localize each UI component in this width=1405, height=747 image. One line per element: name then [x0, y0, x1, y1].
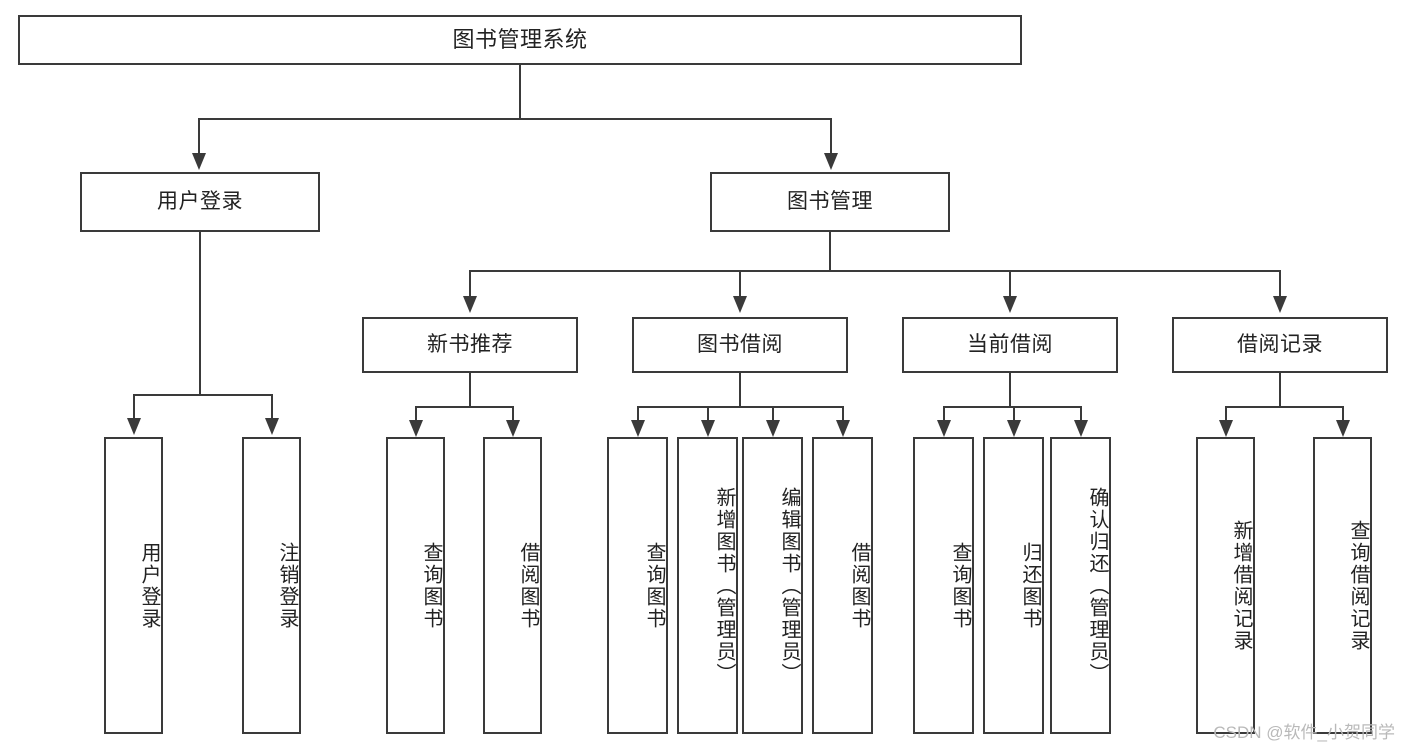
leaf-query-book-borrow-label: 查询图书 — [643, 541, 665, 630]
arrowhead-user-login — [192, 153, 206, 170]
connector-current-borrow-drop-3 — [1080, 406, 1082, 422]
leaf-borrow-book-newbook-label: 借阅图书 — [517, 541, 539, 630]
arrowhead-book-mgmt — [824, 153, 838, 170]
connector-new-book-drop-2 — [512, 406, 514, 422]
leaf-edit-book-label: 编辑图书（管理员） — [778, 486, 800, 685]
arrowhead-leaf-add-book — [701, 420, 715, 437]
connector-new-book-drop-1 — [415, 406, 417, 422]
leaf-add-borrow-record[interactable]: 新增借阅记录 — [1196, 437, 1255, 734]
arrowhead-leaf-query-record — [1336, 420, 1350, 437]
leaf-query-book-current-label: 查询图书 — [949, 541, 971, 630]
arrowhead-borrow-record — [1273, 296, 1287, 313]
arrowhead-leaf-query-book-3 — [937, 420, 951, 437]
connector-book-borrow-drop-3 — [772, 406, 774, 422]
connector-book-mgmt-drop-2 — [739, 270, 741, 298]
connector-book-mgmt-drop-3 — [1009, 270, 1011, 298]
arrowhead-new-book — [463, 296, 477, 313]
leaf-confirm-return-label: 确认归还（管理员） — [1086, 486, 1108, 685]
node-root-system[interactable]: 图书管理系统 — [18, 15, 1022, 65]
arrowhead-current-borrow — [1003, 296, 1017, 313]
arrowhead-leaf-return-book — [1007, 420, 1021, 437]
csdn-watermark: CSDN @软件_小贺同学 — [1213, 723, 1395, 742]
connector-book-borrow-drop-2 — [707, 406, 709, 422]
connector-book-mgmt-drop-1 — [469, 270, 471, 298]
connector-current-borrow-drop-2 — [1013, 406, 1015, 422]
connector-user-login-drop-2 — [271, 394, 273, 420]
leaf-return-book[interactable]: 归还图书 — [983, 437, 1044, 734]
arrowhead-leaf-confirm-return — [1074, 420, 1088, 437]
arrowhead-leaf-edit-book — [766, 420, 780, 437]
arrowhead-book-borrow — [733, 296, 747, 313]
leaf-add-book[interactable]: 新增图书（管理员） — [677, 437, 738, 734]
leaf-user-login[interactable]: 用户登录 — [104, 437, 163, 734]
connector-user-login-drop-1 — [133, 394, 135, 420]
connector-borrow-record-drop-2 — [1342, 406, 1344, 422]
connector-root-to-book-mgmt — [830, 118, 832, 155]
connector-user-login-bus — [133, 394, 272, 396]
arrowhead-leaf-query-book-1 — [409, 420, 423, 437]
connector-current-borrow-stem — [1009, 373, 1011, 406]
arrowhead-leaf-borrow-book-2 — [836, 420, 850, 437]
arrowhead-leaf-query-book-2 — [631, 420, 645, 437]
connector-book-borrow-drop-1 — [637, 406, 639, 422]
connector-root-stem — [519, 65, 521, 118]
connector-borrow-record-drop-1 — [1225, 406, 1227, 422]
node-current-borrow[interactable]: 当前借阅 — [902, 317, 1118, 373]
connector-borrow-record-bus — [1225, 406, 1343, 408]
connector-new-book-bus — [415, 406, 513, 408]
connector-root-bus — [198, 118, 831, 120]
leaf-add-borrow-record-label: 新增借阅记录 — [1230, 519, 1252, 652]
node-new-book-recommend[interactable]: 新书推荐 — [362, 317, 578, 373]
arrowhead-leaf-logout — [265, 418, 279, 435]
connector-book-mgmt-drop-4 — [1279, 270, 1281, 298]
leaf-query-book-borrow[interactable]: 查询图书 — [607, 437, 668, 734]
connector-borrow-record-stem — [1279, 373, 1281, 406]
leaf-query-book-newbook-label: 查询图书 — [420, 541, 442, 630]
arrowhead-leaf-borrow-book-1 — [506, 420, 520, 437]
node-book-management[interactable]: 图书管理 — [710, 172, 950, 232]
node-borrow-record[interactable]: 借阅记录 — [1172, 317, 1388, 373]
leaf-add-book-label: 新增图书（管理员） — [713, 486, 735, 685]
leaf-query-borrow-record-label: 查询借阅记录 — [1347, 519, 1369, 652]
connector-current-borrow-bus — [943, 406, 1081, 408]
connector-book-borrow-bus — [637, 406, 843, 408]
connector-root-to-user-login — [198, 118, 200, 155]
leaf-query-book-current[interactable]: 查询图书 — [913, 437, 974, 734]
leaf-user-login-label: 用户登录 — [138, 541, 160, 630]
arrowhead-leaf-add-record — [1219, 420, 1233, 437]
leaf-logout[interactable]: 注销登录 — [242, 437, 301, 734]
leaf-confirm-return[interactable]: 确认归还（管理员） — [1050, 437, 1111, 734]
leaf-edit-book[interactable]: 编辑图书（管理员） — [742, 437, 803, 734]
leaf-query-book-newbook[interactable]: 查询图书 — [386, 437, 445, 734]
leaf-return-book-label: 归还图书 — [1019, 541, 1041, 630]
leaf-logout-label: 注销登录 — [276, 541, 298, 630]
connector-current-borrow-drop-1 — [943, 406, 945, 422]
leaf-borrow-book-label: 借阅图书 — [848, 541, 870, 630]
connector-book-borrow-stem — [739, 373, 741, 406]
node-book-borrow[interactable]: 图书借阅 — [632, 317, 848, 373]
node-user-login[interactable]: 用户登录 — [80, 172, 320, 232]
leaf-borrow-book-newbook[interactable]: 借阅图书 — [483, 437, 542, 734]
connector-new-book-stem — [469, 373, 471, 406]
connector-user-login-stem — [199, 232, 201, 394]
connector-book-mgmt-bus — [469, 270, 1280, 272]
connector-book-borrow-drop-4 — [842, 406, 844, 422]
arrowhead-leaf-user-login — [127, 418, 141, 435]
leaf-borrow-book[interactable]: 借阅图书 — [812, 437, 873, 734]
connector-book-mgmt-stem — [829, 232, 831, 270]
leaf-query-borrow-record[interactable]: 查询借阅记录 — [1313, 437, 1372, 734]
